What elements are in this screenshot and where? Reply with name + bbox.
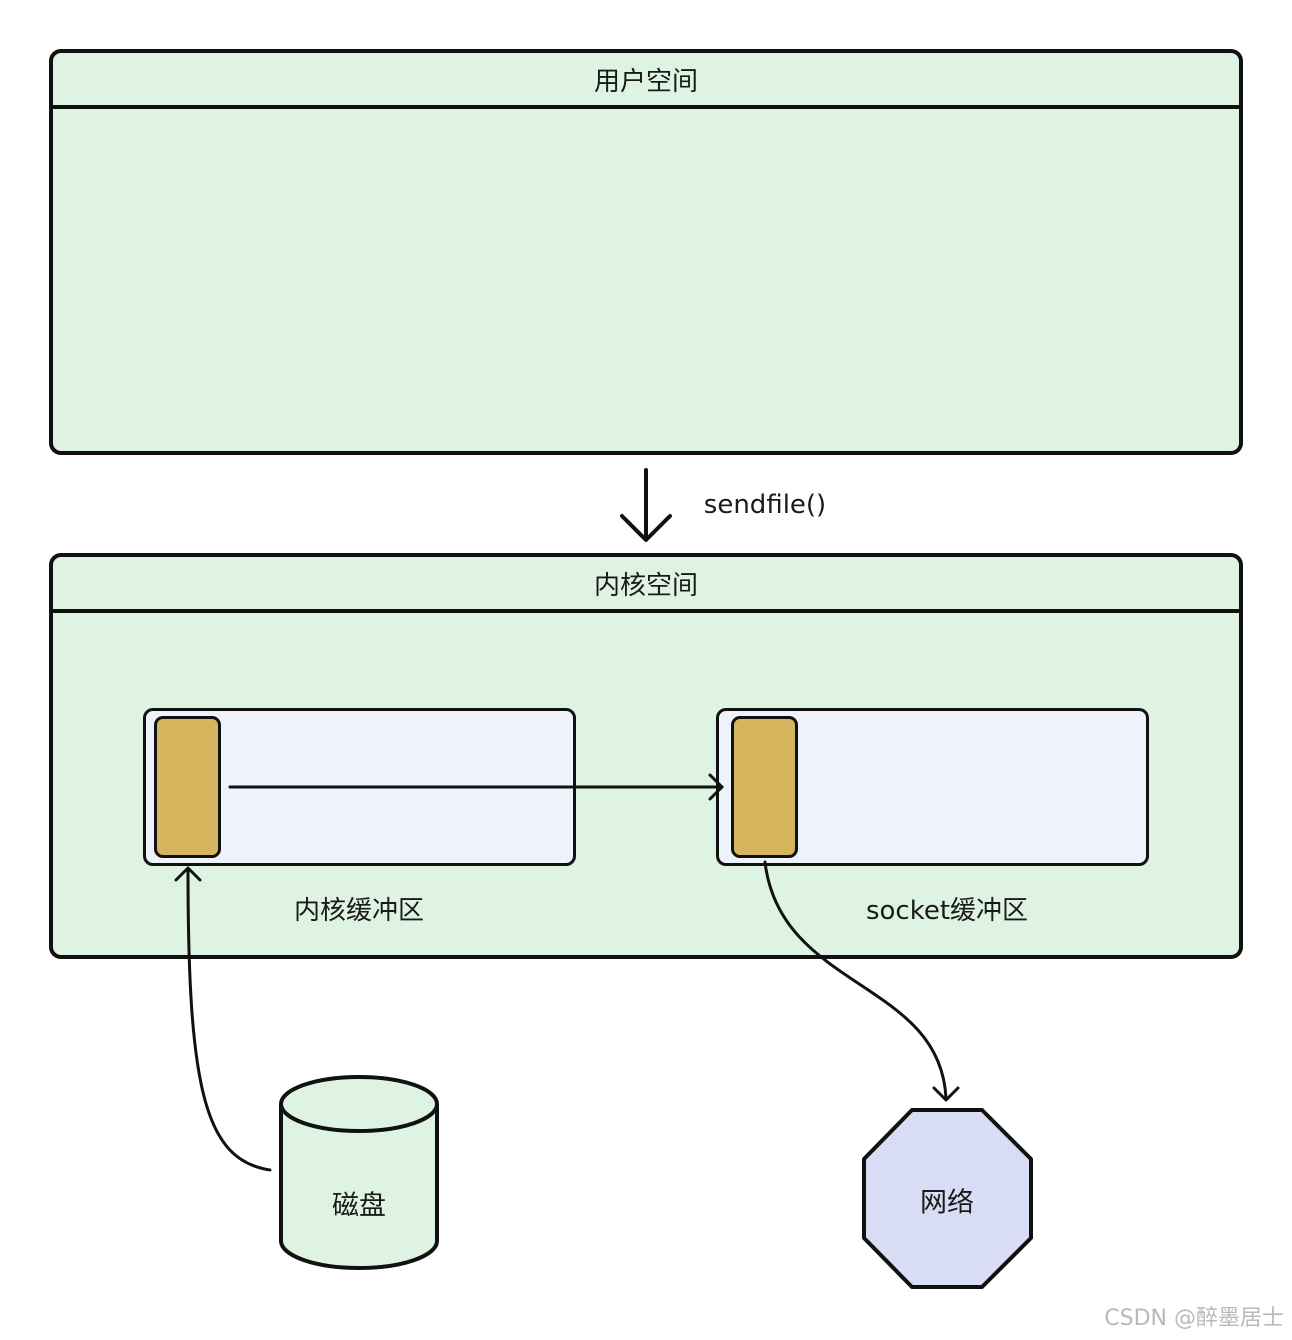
socket-to-network-arrow: [763, 860, 960, 1102]
disk-cylinder: [279, 1075, 439, 1270]
user-space-panel: 用户空间: [49, 49, 1243, 455]
socket-buffer-data-block: [731, 716, 798, 858]
network-label: 网络: [920, 1187, 974, 1219]
kernel-buffer-label: 内核缓冲区: [293, 896, 425, 926]
sendfile-arrow: [620, 468, 672, 542]
watermark: CSDN @醉墨居士: [1104, 1306, 1284, 1331]
network-octagon: [862, 1108, 1033, 1289]
user-space-title: 用户空间: [53, 53, 1239, 109]
copy-arrow: [228, 773, 724, 801]
sendfile-label: sendfile(): [703, 490, 827, 520]
kernel-space-title: 内核空间: [53, 557, 1239, 613]
socket-buffer-label: socket缓冲区: [865, 896, 1029, 926]
disk-label: 磁盘: [332, 1190, 386, 1222]
kernel-buffer-data-block: [154, 716, 221, 858]
disk-to-kernel-arrow: [174, 866, 272, 1172]
